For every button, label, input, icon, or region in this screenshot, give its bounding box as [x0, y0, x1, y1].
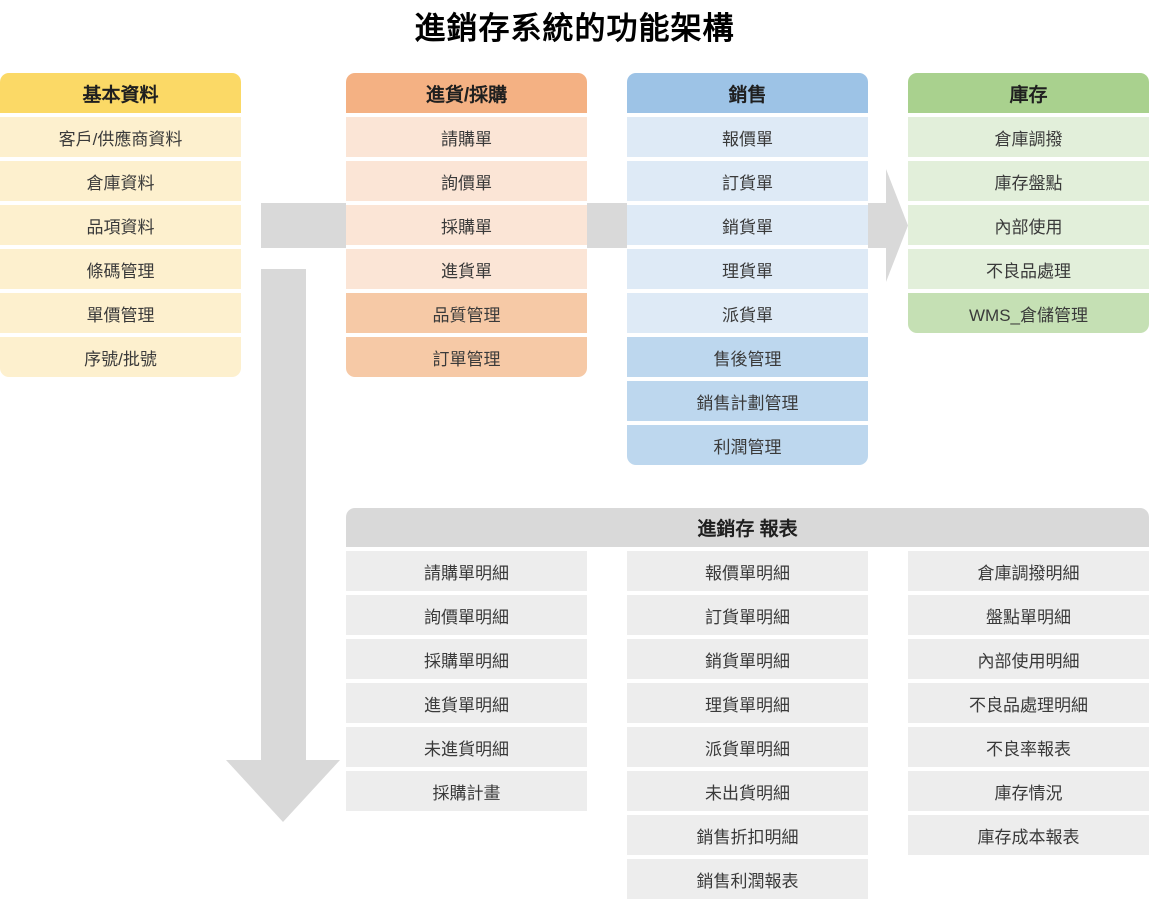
module-cell: 採購單 — [346, 205, 587, 245]
report-column-purchasing: 請購單明細 詢價單明細 採購單明細 進貨單明細 未進貨明細 採購計畫 — [346, 551, 587, 811]
module-cell: 詢價單 — [346, 161, 587, 201]
report-cell: 理貨單明細 — [627, 683, 868, 723]
report-cell: 採購計畫 — [346, 771, 587, 811]
column-sales: 銷售 報價單 訂貨單 銷貨單 理貨單 派貨單 售後管理 銷售計劃管理 利潤管理 — [627, 73, 868, 465]
module-cell: 序號/批號 — [0, 337, 241, 377]
module-cell: 庫存盤點 — [908, 161, 1149, 201]
report-cell: 請購單明細 — [346, 551, 587, 591]
report-cell: 內部使用明細 — [908, 639, 1149, 679]
module-cell: 客戶/供應商資料 — [0, 117, 241, 157]
module-cell: 訂貨單 — [627, 161, 868, 201]
page-title: 進銷存系統的功能架構 — [414, 11, 735, 46]
module-cell: 售後管理 — [627, 337, 868, 377]
module-cell: 報價單 — [627, 117, 868, 157]
report-section-header: 進銷存 報表 — [346, 508, 1149, 547]
report-cell: 報價單明細 — [627, 551, 868, 591]
module-cell: 條碼管理 — [0, 249, 241, 289]
report-cell: 派貨單明細 — [627, 727, 868, 767]
connector-basic-to-purchasing — [261, 203, 346, 248]
report-column-sales: 報價單明細 訂貨單明細 銷貨單明細 理貨單明細 派貨單明細 未出貨明細 銷售折扣… — [627, 551, 868, 899]
column-inventory: 庫存 倉庫調撥 庫存盤點 內部使用 不良品處理 WMS_倉儲管理 — [908, 73, 1149, 333]
column-purchasing: 進貨/採購 請購單 詢價單 採購單 進貨單 品質管理 訂單管理 — [346, 73, 587, 377]
report-cell: 進貨單明細 — [346, 683, 587, 723]
module-cell: 理貨單 — [627, 249, 868, 289]
module-cell: 銷貨單 — [627, 205, 868, 245]
report-cell: 詢價單明細 — [346, 595, 587, 635]
module-cell: 銷售計劃管理 — [627, 381, 868, 421]
right-arrow-icon — [868, 169, 908, 282]
module-cell: WMS_倉儲管理 — [908, 293, 1149, 333]
report-cell: 銷貨單明細 — [627, 639, 868, 679]
report-cell: 訂貨單明細 — [627, 595, 868, 635]
column-purchasing-header: 進貨/採購 — [346, 73, 587, 113]
report-column-inventory: 倉庫調撥明細 盤點單明細 內部使用明細 不良品處理明細 不良率報表 庫存情況 庫… — [908, 551, 1149, 855]
report-cell: 庫存成本報表 — [908, 815, 1149, 855]
module-cell: 不良品處理 — [908, 249, 1149, 289]
module-cell: 利潤管理 — [627, 425, 868, 465]
module-cell: 單價管理 — [0, 293, 241, 333]
report-cell: 不良率報表 — [908, 727, 1149, 767]
report-cell: 銷售利潤報表 — [627, 859, 868, 899]
report-cell: 採購單明細 — [346, 639, 587, 679]
module-cell: 請購單 — [346, 117, 587, 157]
module-cell: 倉庫調撥 — [908, 117, 1149, 157]
down-arrow-icon — [226, 269, 340, 822]
report-cell: 未進貨明細 — [346, 727, 587, 767]
module-cell: 品項資料 — [0, 205, 241, 245]
report-cell: 銷售折扣明細 — [627, 815, 868, 855]
report-cell: 倉庫調撥明細 — [908, 551, 1149, 591]
module-cell: 品質管理 — [346, 293, 587, 333]
column-basic-data: 基本資料 客戶/供應商資料 倉庫資料 品項資料 條碼管理 單價管理 序號/批號 — [0, 73, 241, 377]
module-cell: 訂單管理 — [346, 337, 587, 377]
module-cell: 派貨單 — [627, 293, 868, 333]
column-basic-header: 基本資料 — [0, 73, 241, 113]
module-cell: 進貨單 — [346, 249, 587, 289]
connector-purchasing-to-sales — [587, 203, 627, 248]
module-cell: 內部使用 — [908, 205, 1149, 245]
report-cell: 盤點單明細 — [908, 595, 1149, 635]
report-cell: 庫存情況 — [908, 771, 1149, 811]
report-cell: 不良品處理明細 — [908, 683, 1149, 723]
column-inventory-header: 庫存 — [908, 73, 1149, 113]
module-cell: 倉庫資料 — [0, 161, 241, 201]
column-sales-header: 銷售 — [627, 73, 868, 113]
report-cell: 未出貨明細 — [627, 771, 868, 811]
